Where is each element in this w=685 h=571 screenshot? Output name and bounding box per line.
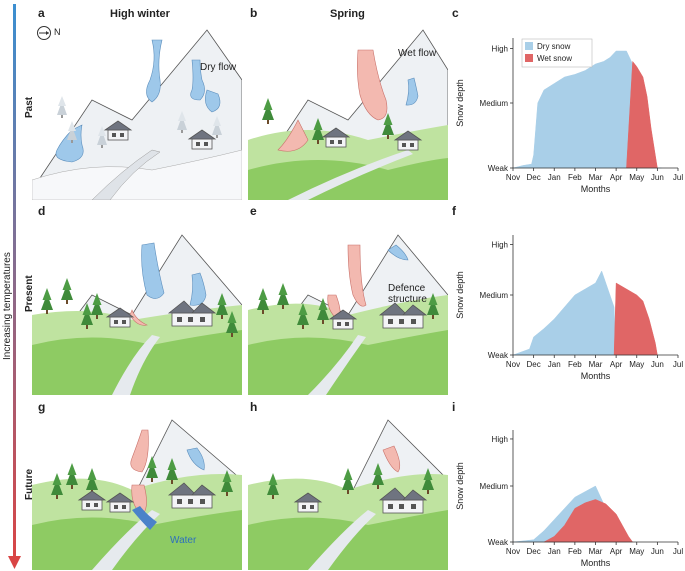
panel-letter-c: c <box>452 6 459 20</box>
legend-label: Wet snow <box>537 54 572 63</box>
x-axis-label: Months <box>581 184 611 194</box>
side-axis-label: Increasing temperatures <box>2 252 13 360</box>
x-tick-label: Feb <box>568 547 582 556</box>
x-tick-label: Apr <box>610 173 623 182</box>
legend-swatch <box>525 54 533 62</box>
y-tick-label: High <box>492 44 508 53</box>
y-tick-label: Weak <box>488 351 509 360</box>
legend-box <box>521 38 593 68</box>
x-tick-label: Mar <box>589 173 603 182</box>
panel-letter-f: f <box>452 204 456 218</box>
x-tick-label: Mar <box>589 360 603 369</box>
legend-label: Dry snow <box>537 42 571 51</box>
x-tick-label: Jan <box>548 547 561 556</box>
x-tick-label: Nov <box>506 547 520 556</box>
x-axis-label: Months <box>581 558 611 568</box>
x-tick-label: Jun <box>651 547 664 556</box>
x-tick-label: Jun <box>651 173 664 182</box>
annotation-wet-flow: Wet flow <box>398 48 437 59</box>
x-tick-label: Jan <box>548 173 561 182</box>
compass-icon <box>37 26 51 40</box>
panel-letter-g: g <box>38 400 46 414</box>
panel-letter-b: b <box>250 6 258 20</box>
panel-letter-h: h <box>250 400 258 414</box>
compass-label: N <box>54 27 61 37</box>
x-tick-label: Feb <box>568 360 582 369</box>
y-tick-label: Weak <box>488 538 509 547</box>
scene-e-present-spring <box>248 234 448 395</box>
y-axis-label: Snow depth <box>455 79 465 127</box>
scene-g-future-winter <box>32 419 242 570</box>
x-tick-label: Apr <box>610 547 623 556</box>
x-tick-label: May <box>629 547 644 556</box>
panel-letter-i: i <box>452 400 456 414</box>
x-tick-label: Dec <box>527 173 541 182</box>
panel-letter-d: d <box>38 204 46 218</box>
series-area-wet-snow <box>613 282 658 356</box>
temperature-arrow <box>8 4 21 569</box>
scene-h-future-spring <box>248 419 448 570</box>
x-tick-label: Feb <box>568 173 582 182</box>
x-tick-label: Nov <box>506 173 520 182</box>
y-tick-label: Medium <box>480 482 509 491</box>
y-axis-label: Snow depth <box>455 462 465 510</box>
x-tick-label: Jun <box>651 360 664 369</box>
annotation-dry-flow: Dry flow <box>200 62 237 73</box>
scene-a-past-winter <box>32 29 242 200</box>
x-tick-label: Nov <box>506 360 520 369</box>
x-tick-label: May <box>629 173 644 182</box>
series-area-wet-snow <box>543 499 634 543</box>
panel-letter-e: e <box>250 204 257 218</box>
y-tick-label: High <box>492 241 508 250</box>
annotation-water: Water <box>170 535 197 546</box>
x-tick-label: Dec <box>527 547 541 556</box>
legend-swatch <box>525 42 533 50</box>
x-tick-label: Jul <box>673 173 683 182</box>
y-axis-label: Snow depth <box>455 271 465 319</box>
panel-letter-a: a <box>38 6 45 20</box>
x-tick-label: Mar <box>589 547 603 556</box>
column-title-spring: Spring <box>330 8 365 20</box>
x-axis-label: Months <box>581 371 611 381</box>
y-tick-label: High <box>492 435 508 444</box>
series-area-dry-snow <box>512 270 617 356</box>
x-tick-label: Apr <box>610 360 623 369</box>
scene-d-present-winter <box>32 234 242 395</box>
x-tick-label: Jul <box>673 547 683 556</box>
y-tick-label: Medium <box>480 99 509 108</box>
x-tick-label: Dec <box>527 360 541 369</box>
y-tick-label: Weak <box>488 164 509 173</box>
y-tick-label: Medium <box>480 291 509 300</box>
scene-b-past-spring <box>248 29 448 200</box>
x-tick-label: Jan <box>548 360 561 369</box>
x-tick-label: Jul <box>673 360 683 369</box>
series-area-wet-snow <box>626 60 658 169</box>
column-title-high-winter: High winter <box>110 8 170 20</box>
x-tick-label: May <box>629 360 644 369</box>
